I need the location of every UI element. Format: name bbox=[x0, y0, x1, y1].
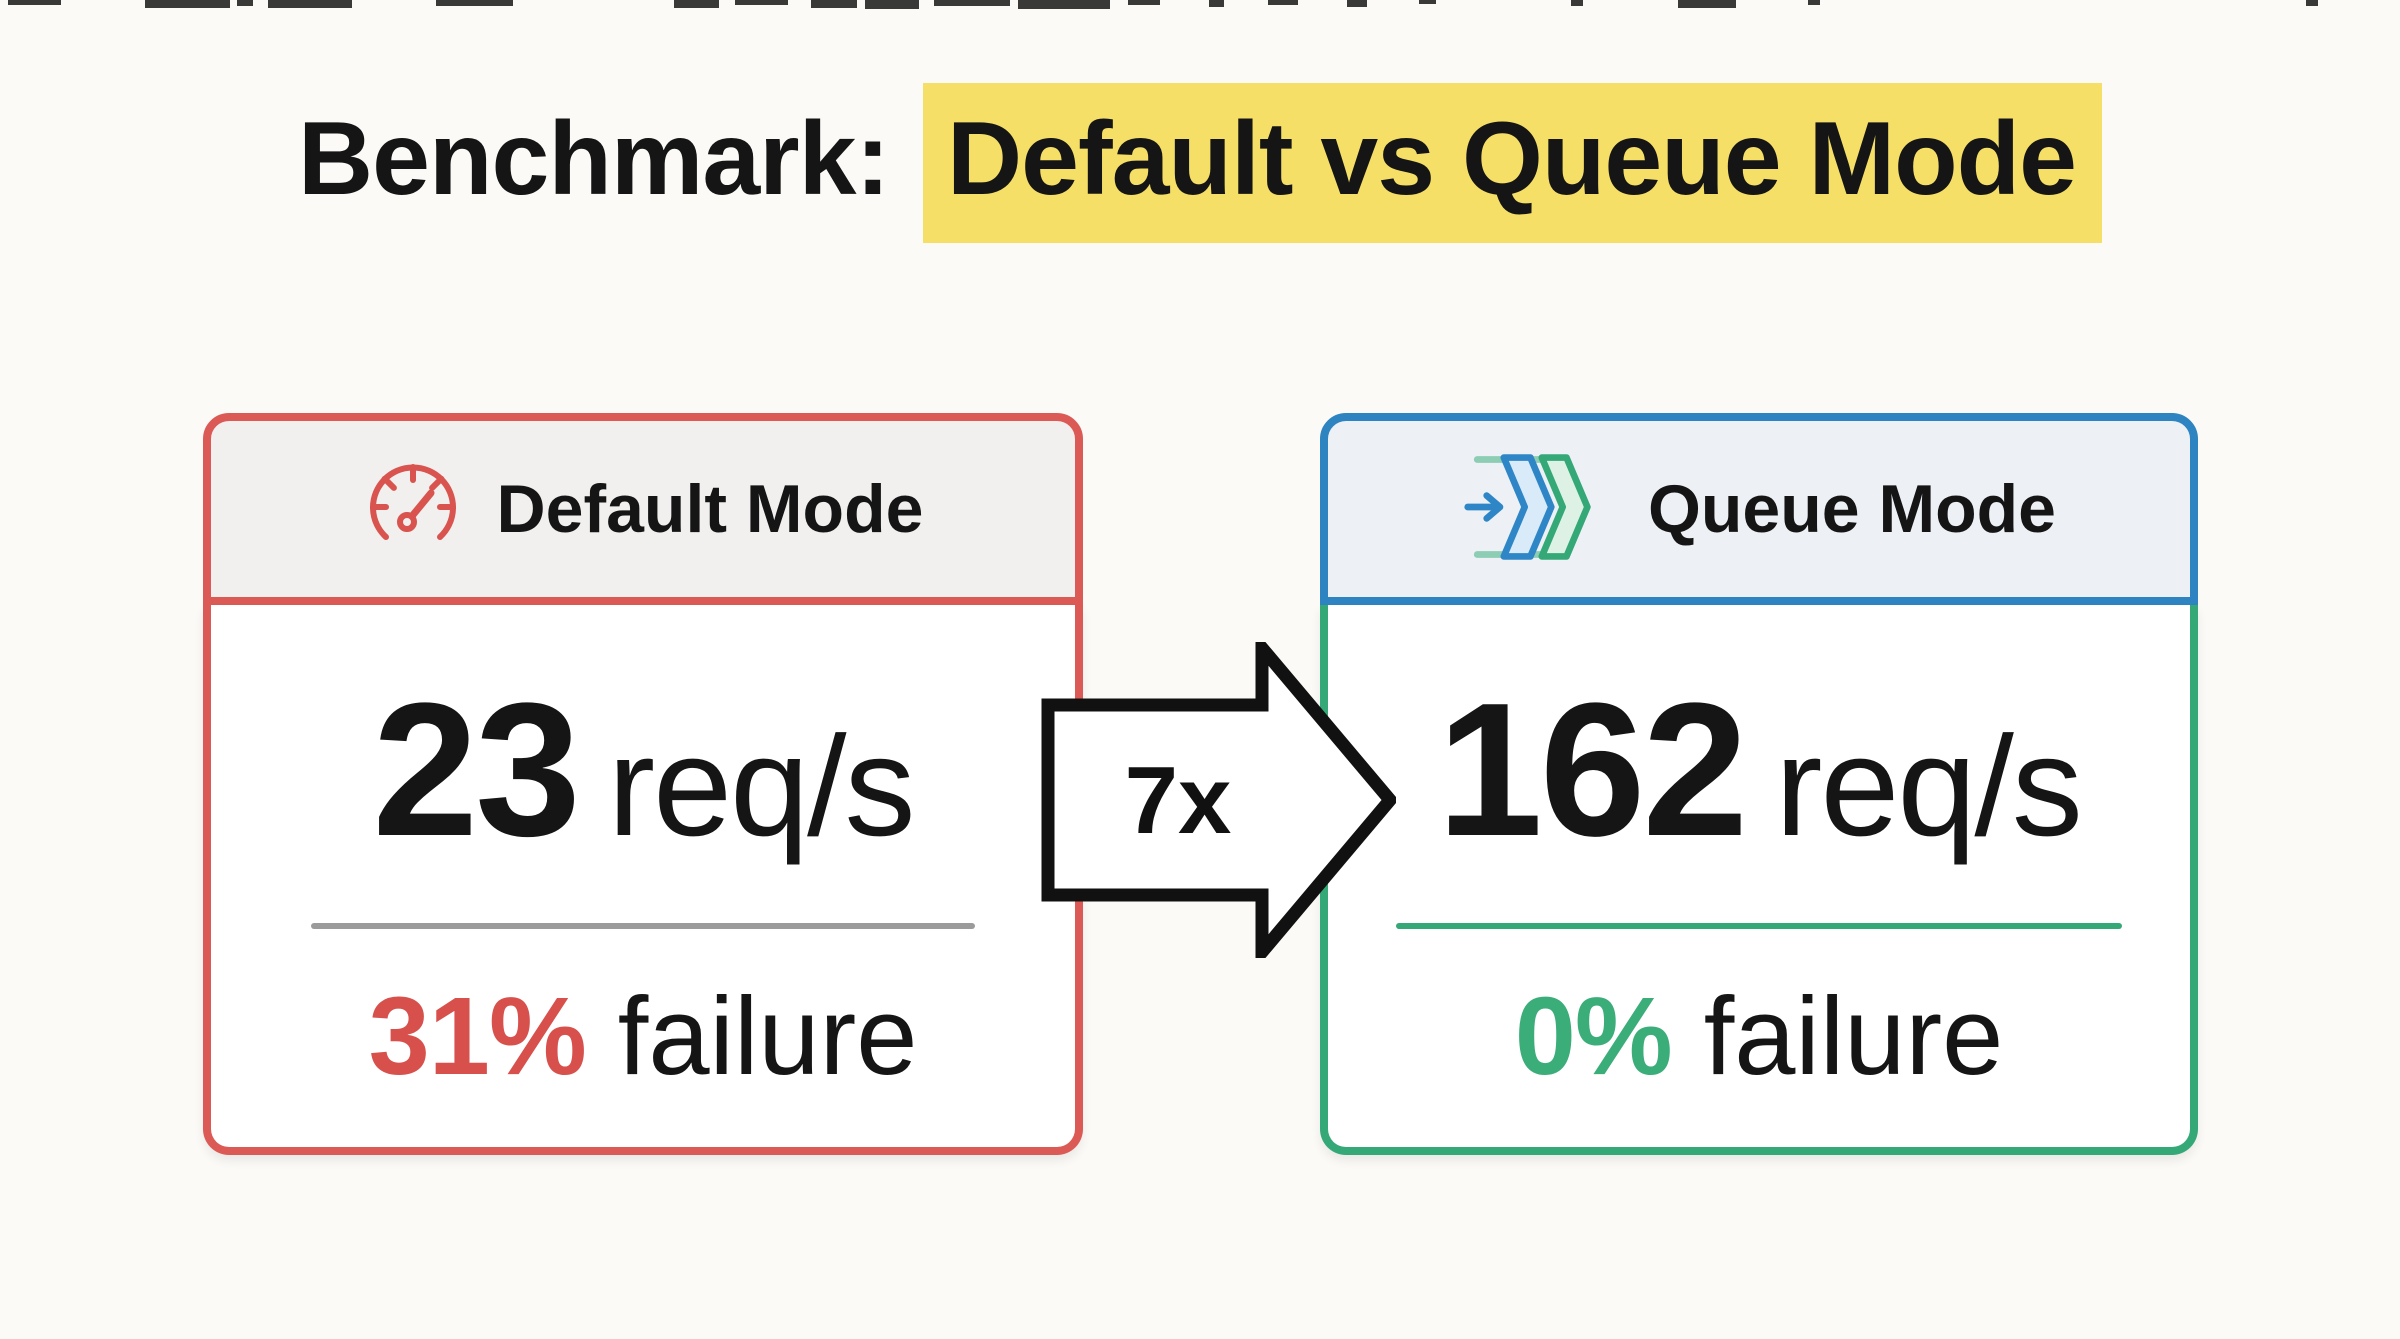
queue-chevrons-icon bbox=[1462, 450, 1614, 569]
default-mode-label: Default Mode bbox=[496, 471, 924, 547]
arrow-shape bbox=[1041, 642, 1396, 958]
queue-divider bbox=[1396, 923, 2122, 929]
speedometer-icon bbox=[363, 461, 463, 558]
queue-throughput: 162 req/s bbox=[1437, 661, 2083, 881]
default-failure-value: 31% bbox=[368, 975, 587, 1098]
multiplier-arrow: 7x bbox=[1040, 642, 1396, 958]
queue-mode-header: Queue Mode bbox=[1320, 413, 2198, 605]
queue-mode-card: Queue Mode 162 req/s 0% failure bbox=[1320, 413, 2198, 1155]
default-throughput-unit: req/s bbox=[607, 707, 916, 866]
default-mode-body: 23 req/s 31% failure bbox=[203, 605, 1083, 1155]
default-failure-label: failure bbox=[617, 975, 918, 1098]
queue-throughput-value: 162 bbox=[1437, 664, 1748, 876]
queue-failure-value: 0% bbox=[1514, 975, 1673, 1098]
queue-throughput-unit: req/s bbox=[1775, 707, 2083, 866]
queue-mode-label: Queue Mode bbox=[1647, 471, 2057, 547]
queue-mode-body: 162 req/s 0% failure bbox=[1320, 605, 2198, 1155]
default-mode-card: Default Mode 23 req/s 31% failure bbox=[203, 413, 1083, 1155]
queue-failure-label: failure bbox=[1703, 975, 2004, 1098]
queue-failure: 0% failure bbox=[1515, 973, 2004, 1100]
default-divider bbox=[311, 923, 975, 929]
default-failure: 31% failure bbox=[369, 973, 918, 1100]
title-highlight: Default vs Queue Mode bbox=[923, 83, 2102, 243]
default-throughput-value: 23 bbox=[372, 664, 580, 876]
default-mode-header: Default Mode bbox=[203, 413, 1083, 605]
multiplier-label: 7x bbox=[1124, 747, 1232, 854]
title-prefix: Benchmark: bbox=[298, 101, 917, 217]
default-throughput: 23 req/s bbox=[372, 661, 916, 881]
page-title: Benchmark: Default vs Queue Mode bbox=[0, 83, 2400, 243]
